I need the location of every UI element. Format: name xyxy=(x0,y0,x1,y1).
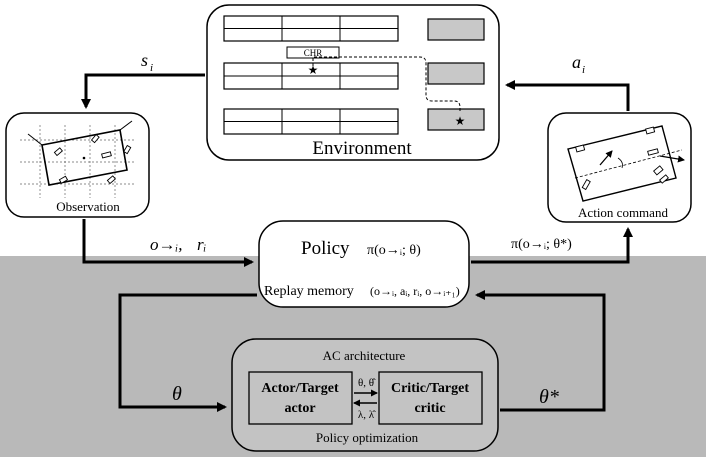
actor-line1: Actor/Target xyxy=(261,381,339,396)
actor-line2: actor xyxy=(284,401,315,416)
shelf-row-bottom xyxy=(223,108,399,135)
policy-title: Policy xyxy=(301,238,350,259)
input-obs-label: o→ᵢ, xyxy=(150,235,182,254)
action-to-env-arrow xyxy=(505,80,630,111)
heading-arrow xyxy=(599,150,613,166)
replay-memory-label: Replay memory xyxy=(264,284,354,299)
upper-params: θ, θ̂ xyxy=(358,377,376,389)
policy-to-action-arrow xyxy=(471,227,633,264)
shelf-row-middle xyxy=(223,62,399,90)
replay-to-ac-arrow xyxy=(118,293,257,412)
ac-title: AC architecture xyxy=(323,348,406,363)
robot-footprint xyxy=(41,129,128,186)
policy-box: Policy π(o→ᵢ; θ) Replay memory (o→ᵢ, aᵢ,… xyxy=(258,220,470,308)
output-policy-label: π(o→ᵢ; θ*) xyxy=(511,237,572,252)
critic-line2: critic xyxy=(414,401,445,416)
actor-box xyxy=(248,371,353,425)
observation-box: Observation xyxy=(5,112,150,218)
shelf-row-top xyxy=(223,15,399,42)
policy-title-expr: π(o→ᵢ; θ) xyxy=(367,243,421,258)
environment-box: CHR ★ ★ Environment xyxy=(206,4,500,161)
state-label: s xyxy=(141,50,148,70)
action-subscript: i xyxy=(582,64,585,76)
velocity-arrow xyxy=(659,155,685,163)
action-command-box: Action command xyxy=(547,112,692,223)
theta-in-label: θ xyxy=(172,383,182,405)
goal-star-icon: ★ xyxy=(455,114,466,128)
ac-to-policy-arrow xyxy=(475,290,606,412)
environment-label: Environment xyxy=(312,138,412,159)
action-label: a xyxy=(572,52,581,72)
start-star-icon: ★ xyxy=(308,63,319,77)
replay-memory-expr: (o→ᵢ, aᵢ, rᵢ, o→ᵢ₊₁) xyxy=(370,284,460,298)
gray-shelf-bottom xyxy=(427,108,485,131)
action-command-label: Action command xyxy=(578,205,668,220)
input-reward-label: rᵢ xyxy=(197,235,206,254)
ac-architecture-box: AC architecture Actor/Target actor Criti… xyxy=(231,338,499,452)
state-subscript: i xyxy=(150,62,153,74)
ac-footer: Policy optimization xyxy=(316,430,419,445)
gray-shelf-middle xyxy=(427,62,485,85)
lower-params: λ, λ̂ xyxy=(358,409,376,421)
critic-line1: Critic/Target xyxy=(391,381,469,396)
observation-label: Observation xyxy=(56,199,120,214)
critic-box xyxy=(378,371,483,425)
theta-out-label: θ* xyxy=(539,386,559,408)
gray-shelf-top xyxy=(427,18,485,41)
charger-label: CHR xyxy=(304,48,323,58)
robot-outline xyxy=(567,125,677,202)
observation-to-policy-arrow xyxy=(82,219,254,267)
env-to-observation-arrow xyxy=(81,73,205,109)
robot-path xyxy=(312,56,461,113)
